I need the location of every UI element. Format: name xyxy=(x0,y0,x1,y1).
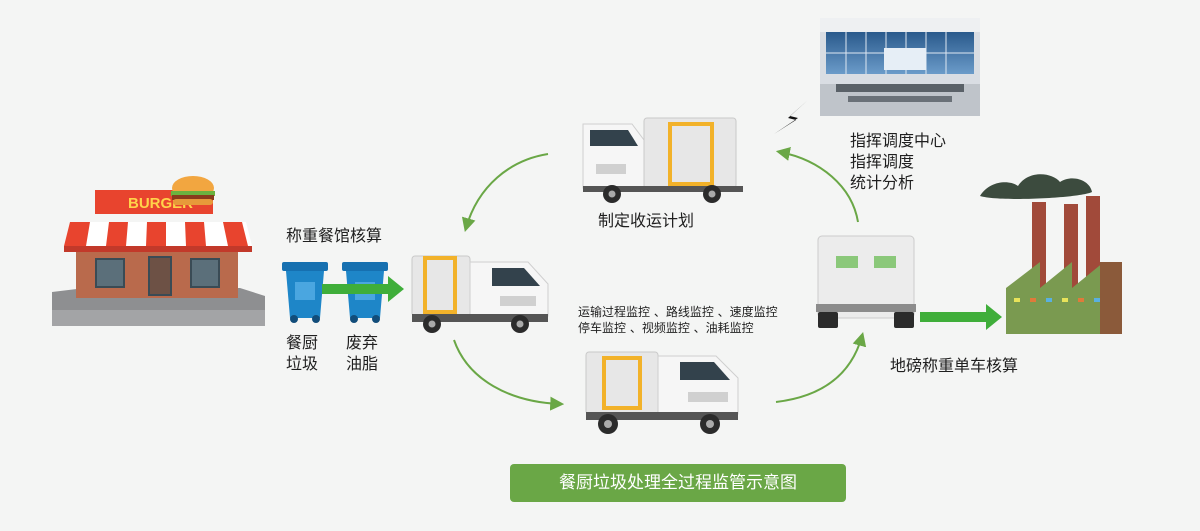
flow-arrow-scale-to-center xyxy=(775,147,859,223)
grease-line1: 废弃 xyxy=(346,333,379,352)
flow-arrow-transport-to-scale xyxy=(775,331,867,403)
grease-line2: 油脂 xyxy=(346,354,379,373)
weigh-restaurant-label: 称重餐馆核算 xyxy=(286,226,383,245)
control-center-label: 指挥调度中心 指挥调度 统计分析 xyxy=(850,130,946,193)
monitoring-label: 运输过程监控 、路线监控 、速度监控 停车监控 、视频监控 、油耗监控 xyxy=(578,304,778,336)
planning-truck-icon xyxy=(582,117,743,203)
monitoring-line1: 运输过程监控 、路线监控 、速度监控 xyxy=(578,305,778,319)
kitchen-waste-line1: 餐厨 xyxy=(286,333,319,352)
plan-label: 制定收运计划 xyxy=(598,211,695,230)
monitoring-line2: 停车监控 、视频监控 、油耗监控 xyxy=(578,321,754,335)
kitchen-waste-line2: 垃圾 xyxy=(286,354,319,373)
processing-factory-icon xyxy=(980,174,1122,334)
scale-label: 地磅称重单车核算 xyxy=(890,356,1019,375)
flow-arrow-collect-to-transport xyxy=(453,339,565,411)
diagram-caption: 餐厨垃圾处理全过程监管示意图 xyxy=(510,464,846,502)
monitored-truck-icon xyxy=(585,351,739,434)
bins-to-truck-arrow xyxy=(322,276,404,302)
control-center-line3: 统计分析 xyxy=(850,173,915,192)
signal-lightning-icon xyxy=(774,100,808,134)
control-center-line1: 指挥调度中心 xyxy=(850,131,947,150)
control-room-image xyxy=(820,18,980,116)
truck-to-factory-arrow xyxy=(920,304,1002,330)
kitchen-waste-label: 餐厨 垃圾 xyxy=(286,332,318,374)
kitchen-waste-bin-icon xyxy=(282,262,328,323)
weighing-truck-rear-icon xyxy=(816,235,916,328)
flow-arrow-plan-to-collect xyxy=(461,153,549,233)
collection-truck-icon xyxy=(411,255,549,333)
control-center-line2: 指挥调度 xyxy=(850,152,915,171)
burger-store-icon: BURGER xyxy=(52,176,265,326)
grease-label: 废弃 油脂 xyxy=(346,332,378,374)
